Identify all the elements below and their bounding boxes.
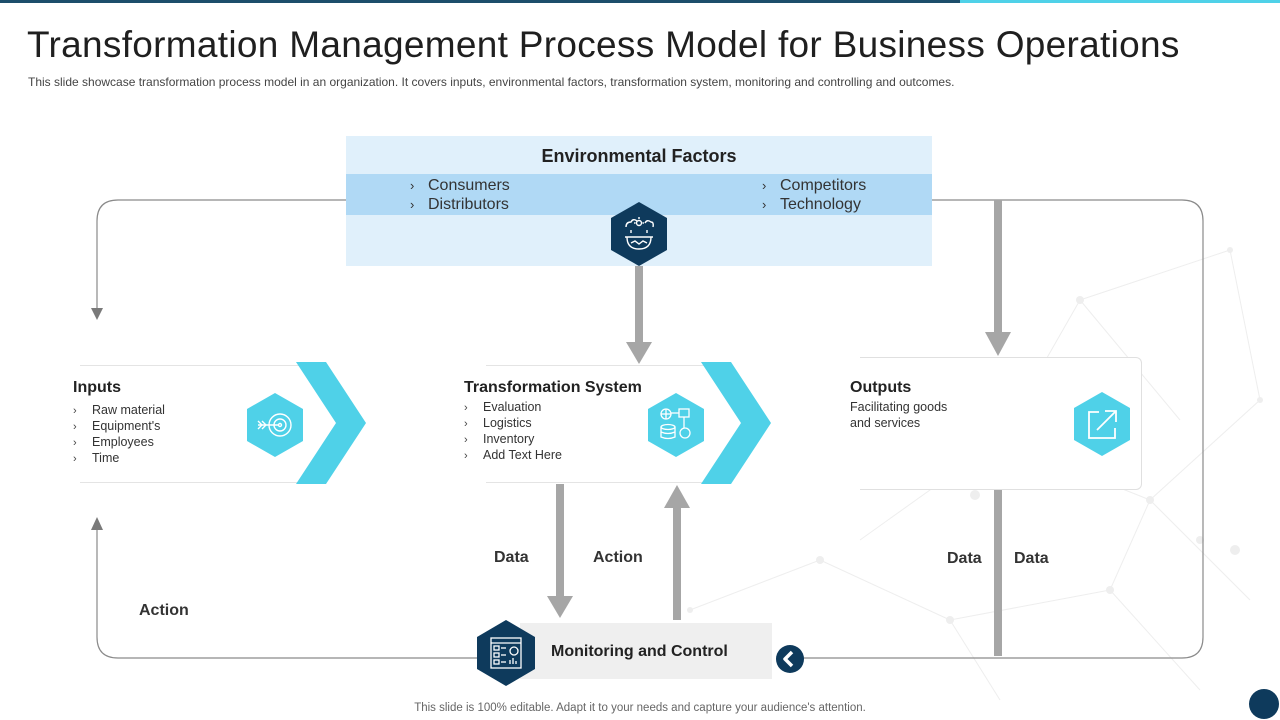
loop-line-right xyxy=(800,199,1204,659)
arrow-to-outputs xyxy=(994,200,1002,334)
page-subtitle: This slide showcase transformation proce… xyxy=(28,75,955,89)
list-item: ›Logistics xyxy=(464,416,532,430)
list-item: ›Add Text Here xyxy=(464,448,562,462)
label-action-up: Action xyxy=(593,549,643,566)
transformation-list: ›Evaluation ›Logistics ›Inventory ›Add T… xyxy=(464,399,562,463)
chevron-right-icon: › xyxy=(464,434,468,446)
chevron-right-icon: › xyxy=(410,197,415,212)
chevron-right-icon: › xyxy=(73,437,77,449)
chevron-right-icon: › xyxy=(464,450,468,462)
transformation-chevron xyxy=(701,362,771,484)
chevron-right-icon: › xyxy=(762,178,767,193)
arrowhead-action-up xyxy=(664,485,690,508)
outputs-title: Outputs xyxy=(850,379,912,396)
list-item: ›Raw material xyxy=(73,403,165,417)
list-item: ›Employees xyxy=(73,435,154,449)
arrow-env-to-transformation xyxy=(635,266,643,344)
inputs-title: Inputs xyxy=(73,379,121,396)
arrow-outputs-down xyxy=(994,490,1002,656)
arrow-data-down xyxy=(556,484,564,598)
arrowhead-data-down xyxy=(547,596,573,618)
chevron-right-icon: › xyxy=(410,178,415,193)
page-title: Transformation Management Process Model … xyxy=(27,24,1180,65)
label-data-down: Data xyxy=(494,549,529,566)
label-data-outputs-a: Data xyxy=(947,550,982,567)
chevron-left-icon xyxy=(776,645,804,673)
footer-note: This slide is 100% editable. Adapt it to… xyxy=(414,702,866,714)
env-item-competitors: ›Competitors xyxy=(762,177,867,194)
earth-weather-icon xyxy=(611,202,667,266)
loop-line-bottom-left xyxy=(96,528,480,659)
loop-line-top-left xyxy=(96,199,346,310)
monitoring-control-box xyxy=(520,623,772,679)
list-item: ›Inventory xyxy=(464,432,535,446)
chevron-right-icon: › xyxy=(762,197,767,212)
external-link-icon xyxy=(1074,392,1130,456)
outputs-desc-line1: Facilitating goods xyxy=(850,400,948,414)
database-network-icon xyxy=(648,393,704,457)
transformation-title: Transformation System xyxy=(464,379,642,396)
target-arrow-icon xyxy=(247,393,303,457)
label-action-loop: Action xyxy=(139,602,189,619)
environmental-factors-title: Environmental Factors xyxy=(541,146,737,166)
outputs-desc-line2: and services xyxy=(850,416,921,430)
label-data-outputs-b: Data xyxy=(1014,550,1049,567)
arrowhead-env-to-transformation xyxy=(626,342,652,364)
arrowhead-to-outputs xyxy=(985,332,1011,356)
arrow-action-up xyxy=(673,506,681,620)
chevron-right-icon: › xyxy=(73,453,77,465)
list-item: ›Time xyxy=(73,451,120,465)
chevron-right-icon: › xyxy=(73,405,77,417)
inputs-chevron xyxy=(296,362,366,484)
inputs-list: ›Raw material ›Equipment's ›Employees ›T… xyxy=(73,402,165,466)
top-accent-line xyxy=(0,0,960,3)
loop-arrowhead-down xyxy=(91,308,103,320)
chevron-right-icon: › xyxy=(464,418,468,430)
corner-decoration xyxy=(1249,689,1279,719)
env-item-consumers: ›Consumers xyxy=(410,177,510,194)
list-item: ›Equipment's xyxy=(73,419,161,433)
monitoring-control-label: Monitoring and Control xyxy=(551,643,728,660)
chevron-right-icon: › xyxy=(464,402,468,414)
loop-arrowhead-up xyxy=(91,517,103,530)
env-item-technology: ›Technology xyxy=(762,196,861,213)
dashboard-report-icon xyxy=(477,620,535,686)
list-item: ›Evaluation xyxy=(464,400,542,414)
chevron-right-icon: › xyxy=(73,421,77,433)
top-accent-line-light xyxy=(960,0,1280,3)
env-item-distributors: ›Distributors xyxy=(410,196,509,213)
